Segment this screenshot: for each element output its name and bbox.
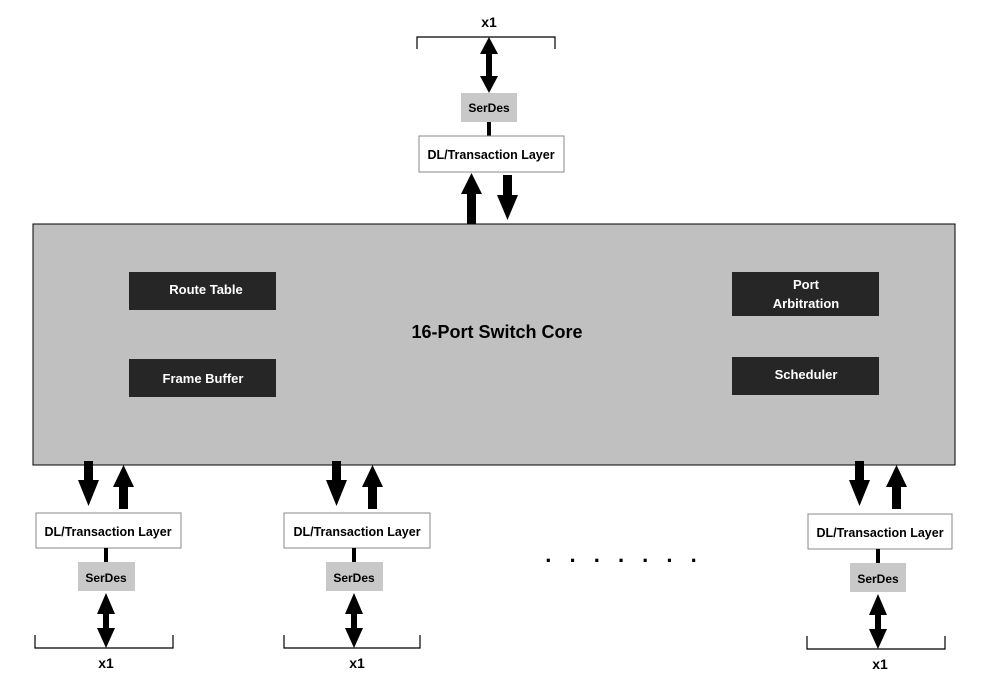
bottom-port-2-down-arrow	[326, 461, 347, 506]
bottom-port-1-serdes-box	[78, 562, 135, 591]
top-lane-label: x1	[481, 14, 497, 30]
bottom-port-3-down-arrow	[849, 461, 870, 506]
scheduler-label: Scheduler	[775, 367, 838, 382]
bottom-port-1-lane-bracket	[34, 635, 174, 649]
bottom-port-3-lane-bracket	[806, 636, 946, 650]
frame-buffer-block	[129, 359, 276, 397]
switch-core: 16-Port Switch Core Route Table Frame Bu…	[32, 223, 956, 466]
more-ports-ellipsis: . . . . . . .	[545, 542, 702, 567]
top-lane-link-arrow	[480, 37, 498, 93]
bottom-port-1: DL/Transaction Layer SerDes x1	[34, 461, 182, 671]
bottom-port-1-up-arrow	[113, 465, 134, 509]
scheduler-block	[732, 357, 879, 395]
bottom-port-2-link-arrow	[345, 593, 363, 648]
bottom-port-1-layer-label: DL/Transaction Layer	[44, 525, 171, 539]
bottom-port-1-link-arrow	[97, 593, 115, 648]
route-table-block	[129, 272, 276, 310]
bottom-port-2-lane-label: x1	[349, 655, 365, 671]
top-serdes-box	[461, 93, 517, 122]
bottom-port-1-serdes-label: SerDes	[85, 571, 127, 585]
bottom-port-2-layer-box	[283, 512, 431, 549]
bottom-port-3-up-arrow	[886, 465, 907, 509]
port-arbitration-block	[732, 272, 879, 316]
top-down-arrow	[497, 175, 518, 220]
bottom-port-1-down-arrow	[78, 461, 99, 506]
bottom-port-2: DL/Transaction Layer SerDes x1	[283, 461, 431, 671]
switch-core-box	[32, 223, 956, 466]
bottom-port-3-layer-box	[807, 513, 953, 550]
top-serdes-label: SerDes	[468, 101, 510, 115]
bottom-port-1-lane-label: x1	[98, 655, 114, 671]
top-lane-bracket	[416, 36, 556, 49]
top-up-arrow	[461, 173, 482, 224]
bottom-port-3-link-arrow	[869, 594, 887, 649]
port-arbitration-label-line2: Arbitration	[773, 296, 840, 311]
bottom-port-2-layer-label: DL/Transaction Layer	[293, 525, 420, 539]
bottom-port-3-lane-label: x1	[872, 656, 888, 672]
frame-buffer-label: Frame Buffer	[163, 371, 244, 386]
switch-core-title: 16-Port Switch Core	[411, 322, 582, 342]
bottom-port-2-lane-bracket	[283, 635, 421, 649]
bottom-port-2-connector	[352, 548, 356, 562]
bottom-port-3-serdes-label: SerDes	[857, 572, 899, 586]
bottom-port-1-layer-box	[35, 512, 182, 549]
bottom-port-3-layer-label: DL/Transaction Layer	[816, 526, 943, 540]
top-port: x1 SerDes DL/Transaction Layer	[416, 14, 565, 224]
port-arbitration-label-line1: Port	[793, 277, 820, 292]
bottom-port-2-up-arrow	[362, 465, 383, 509]
bottom-port-2-serdes-box	[326, 562, 383, 591]
route-table-label: Route Table	[169, 282, 242, 297]
bottom-port-3-connector	[876, 549, 880, 563]
top-layer-box	[418, 135, 565, 173]
top-serdes-connector	[487, 122, 491, 136]
bottom-port-3: DL/Transaction Layer SerDes x1	[806, 461, 953, 672]
bottom-port-1-connector	[104, 548, 108, 562]
bottom-port-3-serdes-box	[850, 563, 906, 592]
top-layer-label: DL/Transaction Layer	[427, 148, 554, 162]
bottom-port-2-serdes-label: SerDes	[333, 571, 375, 585]
